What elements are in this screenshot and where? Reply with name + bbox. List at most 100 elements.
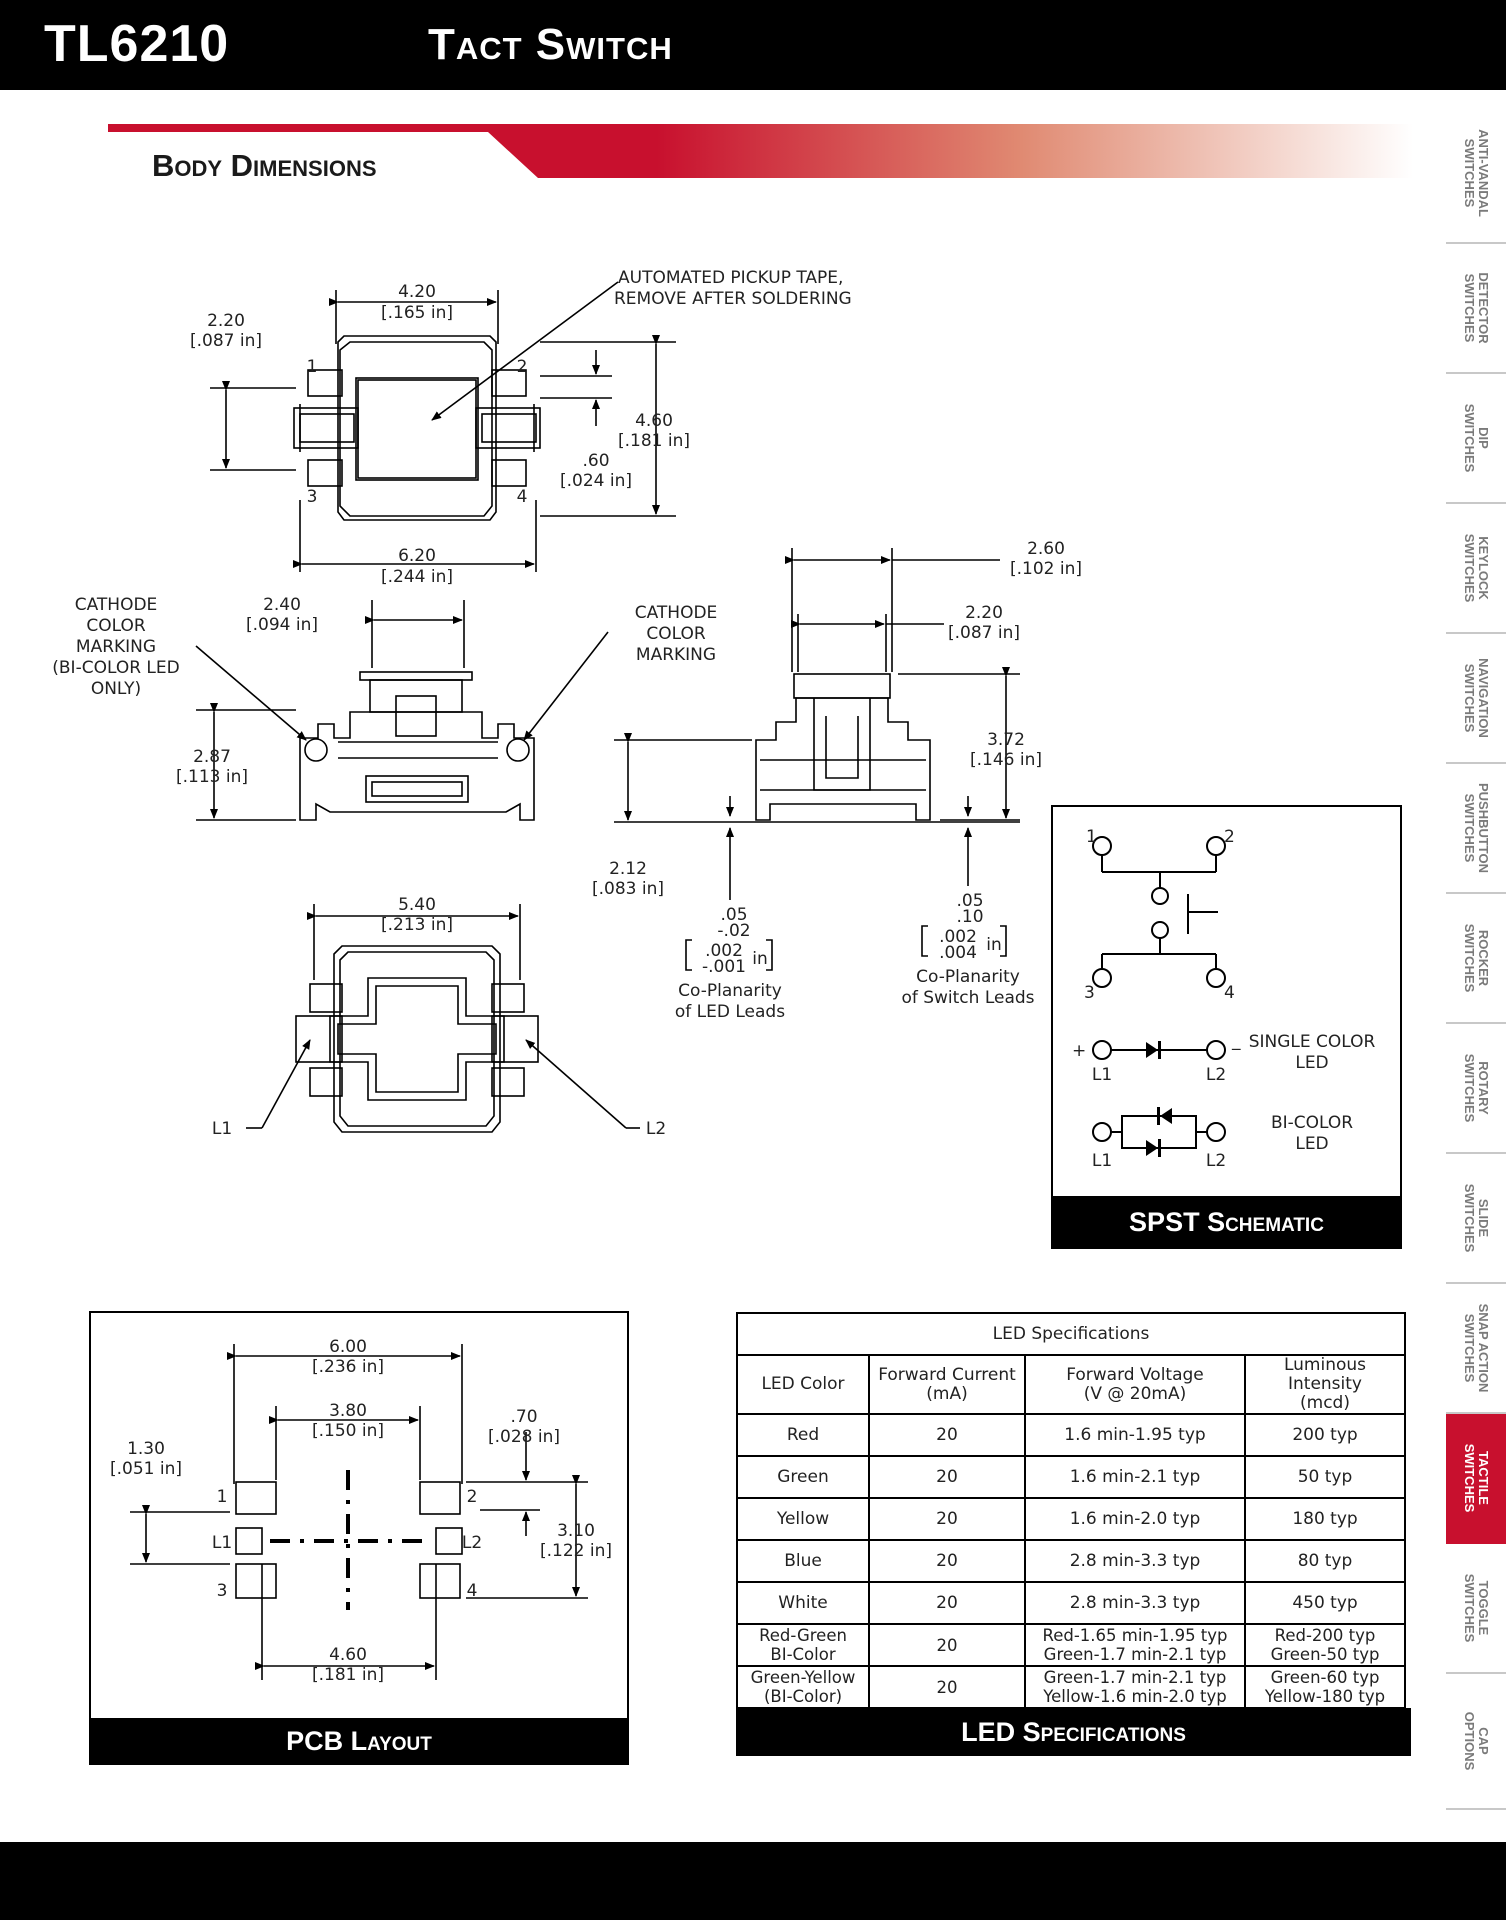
side-tab-pushbutton[interactable]: PUSHBUTTON SWITCHES [1446,764,1506,894]
top-dim-width: 4.20 [398,282,436,302]
cathode-left-3: MARKING [76,637,156,657]
table-cell: 180 typ [1244,1497,1406,1541]
schem-l1-bi: L1 [1092,1151,1112,1171]
led-cop-3: .002 [705,941,743,961]
led-table-header: Forward Voltage (V @ 20mA) [1024,1354,1246,1415]
side-view [614,548,1020,900]
side-tab-dip[interactable]: DIP SWITCHES [1446,374,1506,504]
top-dim-small: .60 [582,451,609,471]
pcb-dim-inner: 3.80 [329,1401,367,1421]
pcb-pin-4: 4 [467,1581,478,1601]
side-tab-keylock[interactable]: KEYLOCK SWITCHES [1446,504,1506,634]
schem-pin-2: 2 [1224,827,1235,847]
front-dim-top: 2.40 [263,595,301,615]
pcb-pin-2: 2 [467,1487,478,1507]
header-bar: TL6210 Tact Switch [0,0,1506,90]
led-cop-unit: in [752,949,768,969]
table-cell: Red [736,1413,870,1457]
cathode-right-3: MARKING [636,645,716,665]
side-tab-slide[interactable]: SLIDE SWITCHES [1446,1154,1506,1284]
side-tab-label: ROTARY SWITCHES [1462,1053,1491,1123]
table-cell: 1.6 min-1.95 typ [1024,1413,1246,1457]
led-table-title: LED Specifications [736,1312,1406,1356]
table-cell: Red-Green BI-Color [736,1623,870,1667]
side-tab-toggle[interactable]: TOGGLE SWITCHES [1446,1544,1506,1674]
side-tab-rotary[interactable]: ROTARY SWITCHES [1446,1024,1506,1154]
table-cell: 2.8 min-3.3 typ [1024,1539,1246,1583]
led-table-header: Forward Current (mA) [868,1354,1026,1415]
pcb-l2: L2 [462,1533,482,1553]
sw-cop-2: .10 [956,907,983,927]
side-tab-label: CAP OPTIONS [1462,1711,1491,1771]
section-band [108,124,1413,180]
top-dim-width-in: [.165 in] [381,303,453,323]
side-tab-snap-action[interactable]: SNAP ACTION SWITCHES [1446,1284,1506,1414]
table-cell: 20 [868,1497,1026,1541]
side-tab-label: KEYLOCK SWITCHES [1462,533,1491,603]
led-cop-label-2: of LED Leads [675,1002,785,1022]
section-title: Body Dimensions [152,148,377,183]
pcb-caption: PCB Layout [90,1718,628,1764]
top-dim-left: 2.20 [207,311,245,331]
pcb-l1: L1 [212,1533,232,1553]
pcb-dim-overall: 6.00 [329,1337,367,1357]
side-dim-base: 2.12 [609,859,647,879]
side-tab-cap[interactable]: CAP OPTIONS [1446,1674,1506,1810]
bottom-dim-width-in: [.213 in] [381,915,453,935]
led-cop-4: -.001 [702,957,746,977]
table-cell: Yellow [736,1497,870,1541]
bi-led-label-2: LED [1295,1134,1328,1154]
pcb-dim-overall-in: [.236 in] [312,1357,384,1377]
bottom-dim-width: 5.40 [398,895,436,915]
pcb-layout: 6.00 [.236 in] 3.80 [.150 in] .70 [.028 … [89,1311,629,1765]
side-dim-height: 3.72 [987,730,1025,750]
top-pin-3: 3 [307,487,318,507]
led-cop-1: .05 [720,905,747,925]
schem-plus: + [1072,1041,1086,1061]
side-tab-detector[interactable]: DETECTOR SWITCHES [1446,244,1506,374]
top-dim-overall: 6.20 [398,546,436,566]
bi-led-label-1: BI-COLOR [1271,1113,1353,1133]
table-cell: 1.6 min-2.0 typ [1024,1497,1246,1541]
side-dim-top: 2.60 [1027,539,1065,559]
side-dim-height-in: [.146 in] [970,750,1042,770]
pcb-dim-bottom-in: [.181 in] [312,1665,384,1685]
table-cell: 450 typ [1244,1581,1406,1625]
tape-note-1: AUTOMATED PICKUP TAPE, [618,268,843,288]
schem-l1-single: L1 [1092,1065,1112,1085]
table-cell: 2.8 min-3.3 typ [1024,1581,1246,1625]
side-tab-rocker[interactable]: ROCKER SWITCHES [1446,894,1506,1024]
table-cell: Green-Yellow (BI-Color) [736,1665,870,1709]
side-tab-label: TOGGLE SWITCHES [1462,1573,1491,1643]
led-cop-2: -.02 [717,921,750,941]
side-tab-tactile[interactable]: TACTILE SWITCHES [1446,1414,1506,1544]
table-cell: 200 typ [1244,1413,1406,1457]
side-tab-label: NAVIGATION SWITCHES [1462,658,1491,738]
side-tab-label: DIP SWITCHES [1462,403,1491,473]
sw-cop-unit: in [986,935,1002,955]
schem-l2-single: L2 [1206,1065,1226,1085]
side-tab-label: SLIDE SWITCHES [1462,1183,1491,1253]
table-cell: 20 [868,1413,1026,1457]
schem-pin-4: 4 [1224,983,1235,1003]
led-table-header: LED Color [736,1354,870,1415]
pcb-dim-inner-in: [.150 in] [312,1421,384,1441]
pcb-dim-pad-in: [.028 in] [488,1427,560,1447]
table-cell: 20 [868,1539,1026,1583]
footer-bar [0,1842,1506,1920]
pcb-pin-1: 1 [217,1487,228,1507]
side-tab-navigation[interactable]: NAVIGATION SWITCHES [1446,634,1506,764]
side-tab-label: PUSHBUTTON SWITCHES [1462,782,1491,874]
cathode-left-4: (BI-COLOR LED [52,658,179,678]
sw-cop-3: .002 [939,927,977,947]
schem-l2-bi: L2 [1206,1151,1226,1171]
single-led-label-2: LED [1295,1053,1328,1073]
side-tab-anti-vandal[interactable]: ANTI-VANDAL SWITCHES [1446,104,1506,244]
top-dim-height-in: [.181 in] [618,431,690,451]
part-number: TL6210 [44,15,230,73]
table-cell: 1.6 min-2.1 typ [1024,1455,1246,1499]
